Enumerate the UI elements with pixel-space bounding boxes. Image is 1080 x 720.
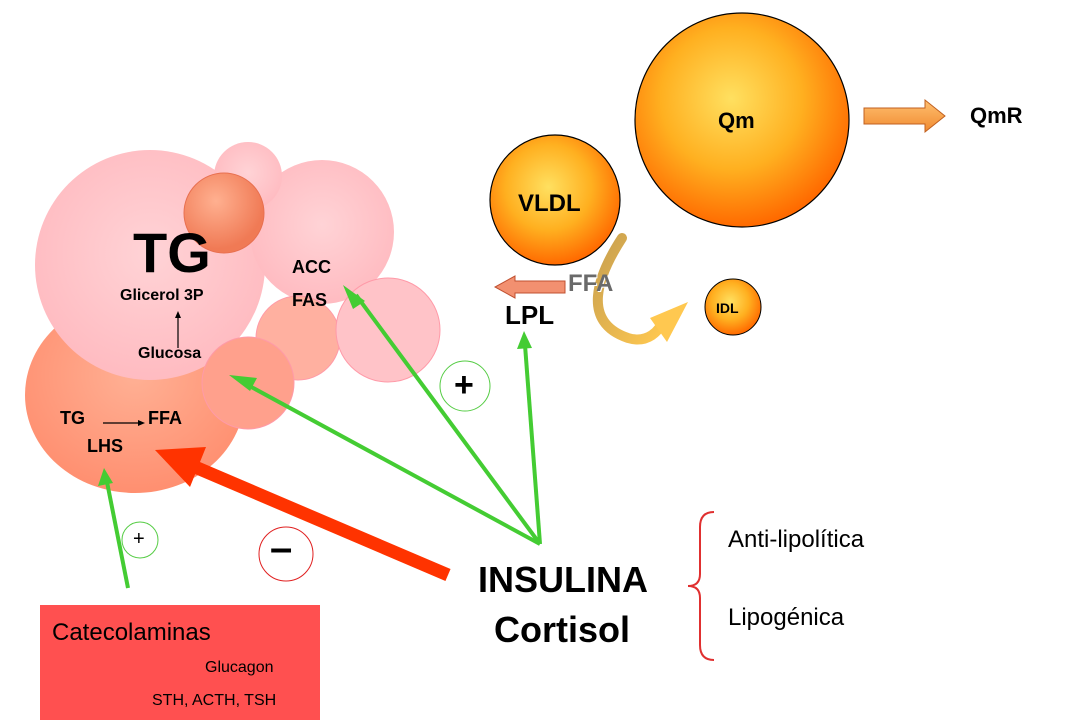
insulina-label: INSULINA [478, 559, 648, 600]
lpl-label: LPL [505, 300, 555, 330]
catecolaminas-label: Catecolaminas [52, 619, 211, 646]
insulin-to-glucosa-arrow [243, 381, 541, 546]
fas-label: FAS [292, 290, 328, 310]
insulin-to-lpl-arrow [523, 344, 542, 545]
minus-sign: – [270, 526, 293, 570]
insulin-stimulation-arrows [105, 293, 542, 589]
plus-circle-small [121, 521, 159, 559]
glucosa-label: Glucosa [138, 345, 202, 362]
ffa-release-arrow [493, 275, 566, 299]
vldl-label: VLDL [518, 190, 581, 217]
lhs-label: LHS [87, 436, 123, 456]
idl-particle [704, 278, 762, 336]
glucagon-label: Glucagon [205, 659, 274, 676]
vldl-to-idl-curved-arrow [592, 233, 667, 345]
glicerol-label: Glicerol 3P [120, 287, 204, 304]
acc-label: ACC [292, 257, 331, 277]
ffa-released-label: FFA [568, 270, 614, 297]
lipid-droplet [183, 172, 265, 254]
qm-to-qmr-arrow [863, 98, 946, 134]
qm-label: Qm [718, 108, 755, 133]
plus-sign-small: + [133, 528, 145, 550]
tg-stored-label: TG [133, 221, 211, 284]
adipocyte-right-cell [250, 160, 394, 304]
plus-sign-large: + [454, 366, 474, 404]
cortisol-label: Cortisol [494, 609, 631, 650]
anti-lipolitica-label: Anti-lipolítica [728, 526, 865, 553]
tg-lipolysis-label: TG [60, 408, 85, 428]
catecholamines-box [40, 605, 320, 720]
catecholamine-to-lhs-arrow [105, 481, 130, 589]
ffa-lipolysis-label: FFA [148, 408, 182, 428]
vldl-particle [489, 134, 621, 266]
effects-brace [687, 511, 715, 661]
qmr-label: QmR [970, 103, 1023, 128]
idl-label: IDL [716, 300, 739, 316]
insulin-to-acc-arrow [354, 293, 542, 546]
insulin-inhibits-lhs-arrow [192, 461, 451, 581]
sth-acth-tsh-label: STH, ACTH, TSH [152, 692, 277, 709]
chylomicron-particle [634, 12, 850, 228]
minus-circle [258, 526, 314, 582]
lipogenica-label: Lipogénica [728, 604, 845, 631]
plus-circle-large [439, 360, 491, 412]
